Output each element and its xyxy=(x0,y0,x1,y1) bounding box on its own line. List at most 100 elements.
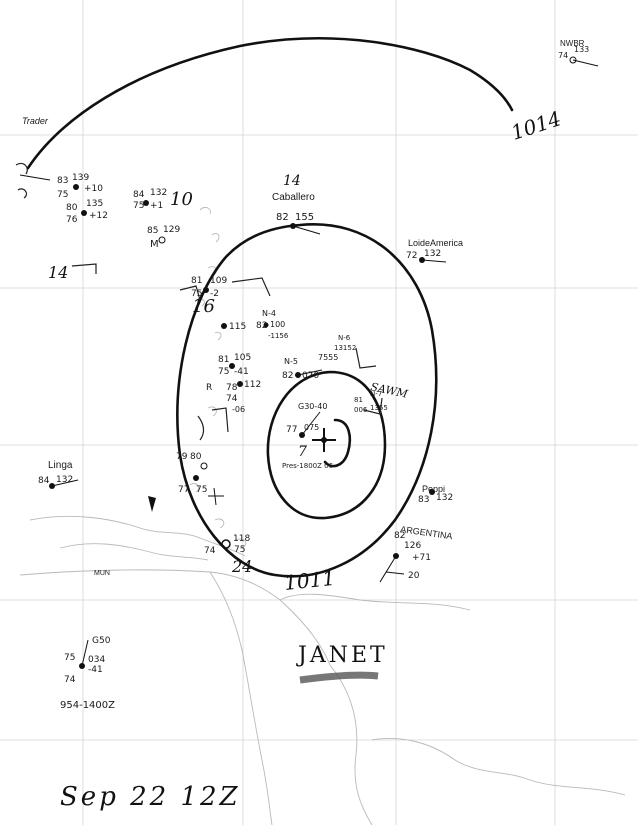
station-ship-dew: 74 xyxy=(64,675,76,685)
marker-14-left: 14 xyxy=(48,263,68,282)
station-loide-pressure: 132 xyxy=(424,249,441,259)
station-w2-pressure: 135 xyxy=(86,199,103,209)
station-w1: 83 139 75 +10 xyxy=(19,173,103,200)
isobar-1011-label: 1011 xyxy=(283,566,336,595)
station-w3-pressure: 132 xyxy=(150,188,167,198)
station-s1-temp: 77 xyxy=(178,485,189,495)
station-w3: 84 132 75 +1 10 xyxy=(133,188,193,211)
symbol-n5: N-5 xyxy=(284,357,298,366)
center-pressure-note: Pres-1800Z 06 xyxy=(282,462,334,470)
station-c2: 115 xyxy=(221,322,246,332)
station-linga-temp: 84 xyxy=(38,476,50,486)
station-c1: 81 109 75 -2 16 xyxy=(191,276,227,317)
station-caballero-pressure: 155 xyxy=(295,212,314,223)
station-c4-temp: 81 xyxy=(218,355,229,365)
ship-gust: G50 xyxy=(92,636,111,646)
station-c1-tend: -2 xyxy=(210,289,219,299)
station-c6-pressure: 070 xyxy=(302,371,319,381)
station-ship-pressure: 034 xyxy=(88,655,105,665)
station-c3: N-4 82 100 -1156 xyxy=(256,309,289,340)
isobar-1011-outer xyxy=(176,223,438,578)
station-nwbr-pressure: 133 xyxy=(574,45,589,54)
station-w2: 80 135 76 +12 xyxy=(66,199,108,225)
station-loide: 72 132 xyxy=(406,249,447,263)
station-c3-tend: -1156 xyxy=(268,332,289,340)
station-c1-pressure: 109 xyxy=(210,276,227,286)
marker-14-upper: 14 xyxy=(283,173,301,189)
station-w4-temp: 85 xyxy=(147,226,158,236)
marker-10: 10 xyxy=(170,189,193,210)
station-c5-temp: 78 xyxy=(226,383,238,393)
station-argentina-temp: 82 xyxy=(394,531,405,541)
symbol-n4: N-4 xyxy=(262,309,276,318)
station-c7-tend: 1355 xyxy=(370,404,388,412)
station-argentina-tend: +71 xyxy=(412,553,431,563)
marker-r: R xyxy=(206,383,212,393)
station-peppi: 83 132 xyxy=(418,489,453,505)
station-c1-temp: 81 xyxy=(191,276,202,286)
isobar-1014 xyxy=(26,37,514,170)
station-c5: 78 112 74 -06 R xyxy=(206,380,261,414)
station-w1-tend: +10 xyxy=(84,184,103,194)
station-w1-pressure: 139 xyxy=(72,173,89,183)
storm-center-icon xyxy=(312,428,336,452)
storm-name-underline xyxy=(299,671,379,684)
station-c8-temp: 77 xyxy=(286,425,297,435)
station-peppi-pressure: 132 xyxy=(436,493,453,503)
place-peppi: Peppi xyxy=(422,484,445,494)
station-c7-pressure: 006 xyxy=(354,406,368,414)
station-w2-tend: +12 xyxy=(89,211,108,221)
station-c9: 79 80 xyxy=(176,452,208,470)
station-argentina-pressure: 126 xyxy=(404,541,421,551)
station-w4: 85 129 M xyxy=(147,225,180,250)
place-linga: Linga xyxy=(48,460,73,471)
marker-16: 16 xyxy=(192,296,215,317)
marker-m: M xyxy=(150,239,159,250)
symbol-n6-value: 13152 xyxy=(334,344,356,352)
station-c5-tend: -06 xyxy=(232,405,245,414)
station-caballero: 14 82 155 xyxy=(276,173,321,235)
isobar-1014-label: 1014 xyxy=(508,106,564,145)
place-argentina: ARGENTINA xyxy=(400,524,453,541)
station-c2-pressure: 115 xyxy=(229,322,246,332)
station-linga-pressure: 132 xyxy=(56,475,73,485)
station-s1-pressure: 75 xyxy=(196,485,207,495)
station-c6: N-5 82 070 xyxy=(282,357,323,381)
station-s2-temp: 74 xyxy=(204,546,216,556)
station-w4-pressure: 129 xyxy=(163,225,180,235)
ship-stamp: 954-1400Z xyxy=(60,700,115,711)
station-s2-pressure: 118 xyxy=(233,534,250,544)
station-c6-temp: 82 xyxy=(282,371,293,381)
station-symbols xyxy=(15,162,383,512)
station-c4-tend: -41 xyxy=(234,367,249,377)
station-c7-temp: 81 xyxy=(354,396,363,404)
station-c5-dew: 74 xyxy=(226,394,238,404)
coastlines xyxy=(19,207,626,825)
station-w3-tend: +1 xyxy=(150,201,163,211)
place-nwbr: NWBR xyxy=(560,39,585,48)
station-c3-pressure: 100 xyxy=(270,320,285,329)
station-caballero-temp: 82 xyxy=(276,212,289,223)
symbol-n5-value: 7555 xyxy=(318,353,338,362)
station-nwbr: 74 133 xyxy=(558,45,599,67)
station-s2: 118 75 74 24 xyxy=(204,534,252,576)
station-w2-temp: 80 xyxy=(66,203,78,213)
isobar-center xyxy=(323,418,352,468)
station-loide-temp: 72 xyxy=(406,251,417,261)
isobar-1011-inner xyxy=(266,370,387,520)
map-timestamp: Sep 22 12Z xyxy=(60,782,241,812)
station-w3-dew: 75 xyxy=(133,201,144,211)
station-c9-pressure: 80 xyxy=(190,452,202,462)
station-w1-dew: 75 xyxy=(57,190,68,200)
station-c9-temp: 79 xyxy=(176,452,188,462)
recon-label: G30-40 xyxy=(298,402,327,411)
storm-name: JANET xyxy=(296,643,388,668)
place-caballero: Caballero xyxy=(272,192,315,203)
station-ship-tend: -41 xyxy=(88,665,103,675)
marker-24: 24 xyxy=(231,557,252,576)
station-linga: 84 132 xyxy=(38,475,79,489)
station-c4: 81 105 75 -41 xyxy=(218,353,251,377)
station-ship: G50 75 034 74 -41 954-1400Z xyxy=(60,636,115,711)
station-c5-pressure: 112 xyxy=(244,380,261,390)
